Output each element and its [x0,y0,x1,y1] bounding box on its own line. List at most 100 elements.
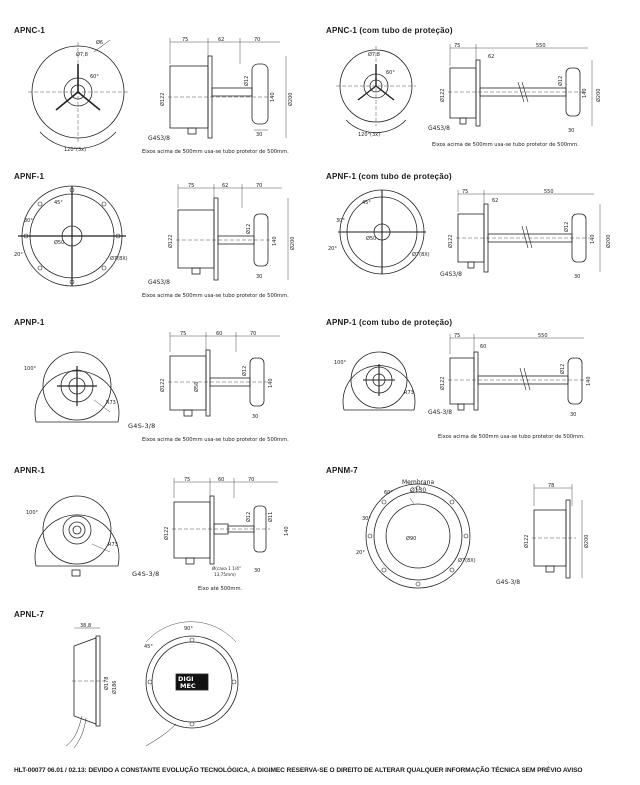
apnl7-dim-d1: Ø178 [103,677,110,690]
apnp1p-note: Eixos acima de 500mm usa-se tubo proteto… [438,434,585,440]
apnp1-fitting: G4S-3/8 [128,422,156,430]
apnr1-dim-c: 70 [248,477,254,483]
apnc1-side-view: 75 62 70 Ø122 Ø12 140 Ø200 30 G4S3/8 [148,37,294,142]
title-apnc1-protecao: APNC-1 (com tubo de proteção) [326,26,453,35]
apnc1-angle-label: 120°(3x) [64,147,86,153]
apnl7-side-view: 38,8 Ø178 Ø186 [65,623,118,749]
apnf1p-dia: Ø50 [366,235,376,242]
apnp1-dim-c: 70 [250,331,256,337]
apnp1-dim-d3: Ø56 [193,382,200,392]
apnr1-thread: Ø(cava 1 1/4" [212,566,241,571]
apnf1p-front-view: 45° 30° 20° Ø50 Ø7(8X) [328,189,430,275]
apnr1-dim-d3: Ø11 [267,512,274,522]
apnc1-bolt-label: Ø7,8 [76,51,88,58]
apnm7-dia: Ø90 [406,535,416,542]
apnr1-dim-d2: Ø12 [245,512,252,522]
apnf1-note: Eixos acima de 500mm usa-se tubo proteto… [142,293,289,299]
apnf1-bolt: Ø7(8X) [110,255,128,262]
apnr1-angle: 100° [26,510,39,516]
apnc1p-bolt-label: Ø7,8 [368,51,380,58]
title-apnp1-protecao: APNP-1 (com tubo de proteção) [326,318,453,327]
apnr1-thread2: 13,75mm) [214,572,236,577]
apnr1-dim-d1: Ø122 [163,527,170,540]
apnp1p-dim-d2: Ø12 [559,364,566,374]
apnp1-dim-h: 140 [268,378,274,388]
apnl7-angle1: 90° [184,626,193,632]
apnc1-dim-b: 62 [218,37,224,43]
apnf1-dim-l: 30 [256,274,262,280]
apnr1-fitting: G4S-3/8 [132,570,160,578]
apnm7-fitting: G4S-3/8 [496,579,520,586]
apnr1-dim-h: 140 [284,526,290,536]
apnp1p-dim-a: 75 [454,333,460,339]
apnl7-brand-top: DIGI [178,675,194,683]
apnf1-dim-d3: Ø200 [289,237,296,250]
apnf1p-dim-c: 550 [544,189,554,195]
apnf1p-dim-h: 140 [590,234,596,244]
apnc1-dim-h: 140 [270,92,276,102]
apnf1-front-view: 45° 30° 20° Ø50 Ø7(8X) [14,185,128,287]
apnm7-membrane-label: Membrana [402,479,434,486]
apnf1p-side-view: 75 62 550 Ø122 Ø12 140 Ø200 30 G4S3/8 [440,189,612,280]
apnf1-dim-d1: Ø122 [167,235,174,248]
apnl7-front-view: DIGI MEC 90° 45° [144,621,239,747]
apnp1p-dim-h: 140 [586,376,592,386]
apnc1p-dim-b: 62 [488,54,494,60]
apnc1p-front-view: Ø7,8 60° 120°(3x) [336,46,416,138]
title-apnr1: APNR-1 [14,466,45,475]
apnf1p-dim-d3: Ø200 [605,235,612,248]
apnp1-front-view: 100° R73 [24,351,120,423]
apnf1-dim-a: 75 [188,183,194,189]
apnp1-dim-a: 75 [180,331,186,337]
apnf1p-dim-d2: Ø12 [563,222,570,232]
apnr1-dim-b: 60 [218,477,224,483]
apnp1-radius: R73 [106,400,116,406]
apnl7-angle2: 45° [144,644,153,650]
apnf1p-fitting: G4S3/8 [440,271,462,278]
apnc1-front-view: Ø7,8 Ø6 60° 120°(3x) [28,39,128,153]
apnf1-dim-c: 70 [256,183,262,189]
apnp1p-angle: 100° [334,360,347,366]
apnl7-brand-bottom: MEC [180,682,196,690]
apnf1-angle3: 20° [14,252,23,258]
apnp1p-fitting: G4S-3/8 [428,409,452,416]
apnc1-fitting: G4S3/8 [148,135,170,142]
apnc1p-dim-d2: Ø12 [557,76,564,86]
apnl7-dim-d2: Ø186 [111,681,118,694]
apnp1p-side-view: 75 60 550 Ø122 Ø12 140 30 G4S-3/8 [428,333,592,418]
apnr1-radius: R73 [108,542,118,548]
apnp1p-dim-b: 60 [480,344,486,350]
apnc1p-dim-a: 75 [454,43,460,49]
apnf1p-angle2: 30° [336,218,345,224]
apnf1p-angle1: 45° [362,200,371,206]
apnf1-angle2: 30° [24,218,33,224]
apnr1-note: Eixo até 500mm. [198,586,243,592]
apnc1-dim-l: 30 [256,132,262,138]
apnf1-side-view: 75 62 70 Ø122 Ø12 140 Ø200 30 G4S3/8 [148,183,296,286]
apnc1-dim-d2: Ø12 [243,76,250,86]
apnc1-dim-a: 75 [182,37,188,43]
apnc1-note: Eixos acima de 500mm usa-se tubo proteto… [142,149,289,155]
apnp1p-radius: R73 [404,390,414,396]
apnc1-dim-c: 70 [254,37,260,43]
apnm7-membrane-dia: Ø130 [410,487,426,494]
apnc1-hole-label: Ø6 [96,39,103,46]
apnm7-dim-a: 78 [548,483,554,489]
apnm7-bolt: Ø7(8X) [458,557,476,564]
apnf1-angle1: 45° [54,200,63,206]
footer-disclaimer: HLT-00077 06.01 / 02.13: DEVIDO A CONSTA… [14,767,583,774]
title-apnc1: APNC-1 [14,26,45,35]
title-apnp1: APNP-1 [14,318,45,327]
apnr1-dim-a: 75 [184,477,190,483]
apnf1-dim-d2: Ø12 [245,224,252,234]
apnp1p-dim-c: 550 [538,333,548,339]
apnc1p-dim-c: 550 [536,43,546,49]
apnp1-side-view: 75 60 70 Ø122 Ø12 Ø56 140 30 [159,331,280,420]
apnm7-dim-d2: Ø200 [583,535,590,548]
apnp1p-dim-l: 30 [570,412,576,418]
apnc1p-side-view: 75 62 550 Ø122 Ø12 140 Ø200 30 G4S3/8 [428,43,602,134]
apnf1-dia: Ø50 [54,239,64,246]
apnc1p-note: Eixos acima de 500mm usa-se tubo proteto… [432,142,579,148]
apnf1-dim-h: 140 [272,236,278,246]
apnp1p-dim-d1: Ø122 [439,377,446,390]
